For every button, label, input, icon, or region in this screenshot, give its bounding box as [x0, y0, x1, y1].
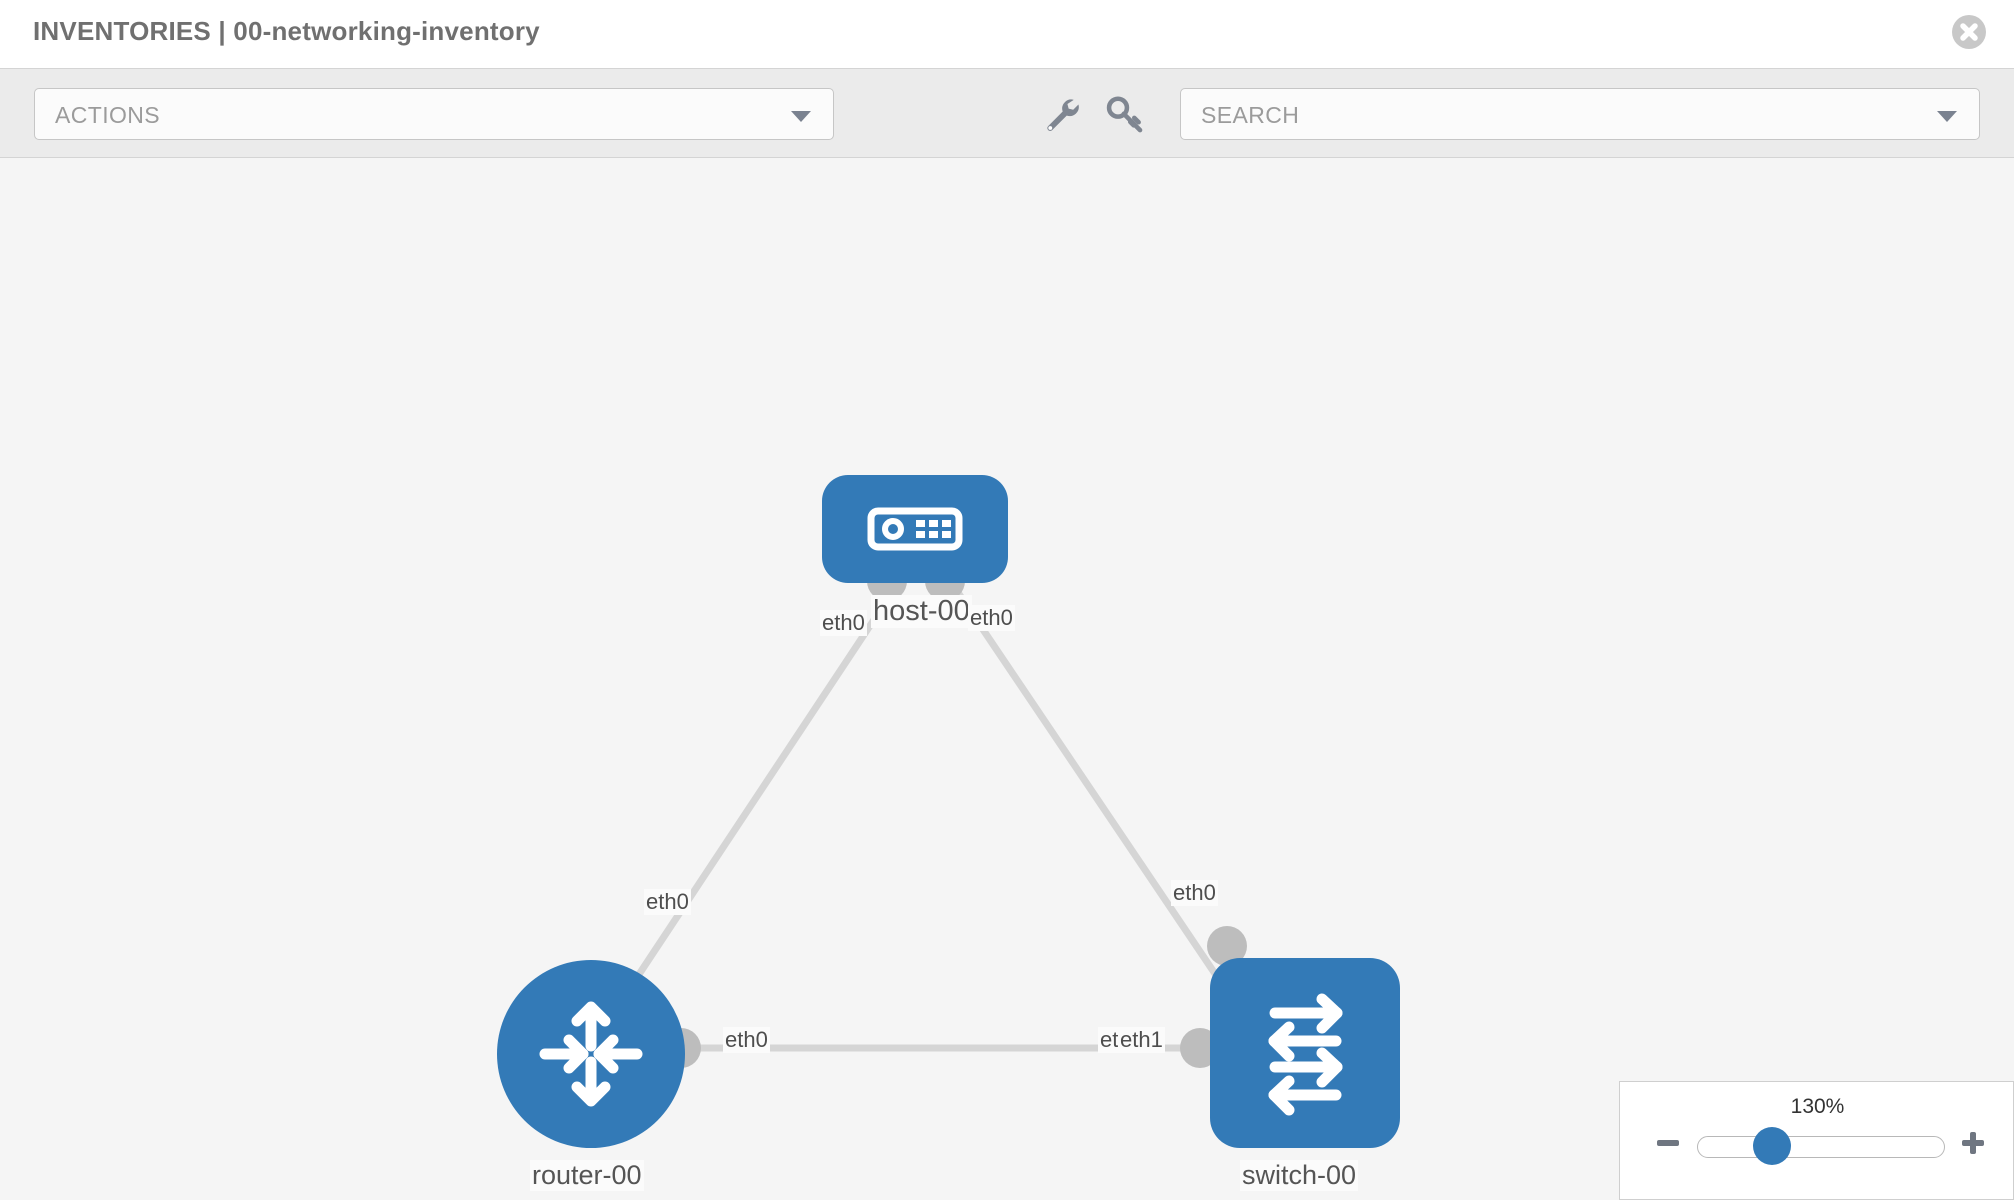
toolbar: ACTIONS SEARCH [0, 68, 2014, 158]
search-placeholder: SEARCH [1201, 102, 1300, 128]
edge-label-router-eth0: eth0 [723, 1027, 770, 1053]
chevron-down-icon[interactable] [1937, 111, 1957, 122]
search-input[interactable]: SEARCH [1180, 88, 1980, 140]
edge-label-switch-eth0-uplink: eth0 [1171, 880, 1218, 906]
edge-label-host-eth0-right: eth0 [968, 605, 1015, 631]
edge-label-host-eth0-left: eth0 [820, 610, 867, 636]
zoom-control-panel: 130% [1619, 1081, 2014, 1200]
edge-label-switch-eth1: eth1 [1118, 1027, 1165, 1053]
page-header: INVENTORIES | 00-networking-inventory [0, 0, 2014, 68]
topology-canvas[interactable]: host-00 [0, 158, 2014, 1200]
close-icon[interactable] [1952, 15, 1986, 49]
node-switch-00-shape[interactable] [1210, 958, 1400, 1148]
node-host-00-label: host-00 [871, 595, 972, 628]
zoom-slider-thumb[interactable] [1753, 1127, 1791, 1165]
link-host-switch [952, 586, 1233, 998]
node-router-00-label: router-00 [530, 1160, 644, 1191]
key-icon[interactable] [1104, 93, 1146, 135]
edge-label-router-eth0-uplink: eth0 [644, 889, 691, 915]
node-host-00-shape[interactable] [822, 475, 1008, 583]
chevron-down-icon [791, 111, 811, 122]
node-router-00-shape[interactable] [497, 960, 685, 1148]
minus-icon[interactable] [1655, 1130, 1681, 1161]
actions-dropdown-label: ACTIONS [55, 102, 161, 128]
topology-edges [617, 586, 1233, 1052]
page-title: INVENTORIES | 00-networking-inventory [33, 16, 540, 46]
server-icon [867, 507, 963, 551]
zoom-slider[interactable] [1697, 1136, 1945, 1158]
link-host-router [617, 586, 898, 1005]
plus-icon[interactable] [1960, 1130, 1986, 1161]
node-switch-00-label: switch-00 [1240, 1160, 1359, 1191]
switch-arrows-icon [1268, 993, 1342, 1115]
zoom-level-value: 130% [1790, 1095, 1845, 1118]
wrench-icon[interactable] [1041, 93, 1083, 135]
router-arrows-icon [539, 1001, 643, 1107]
actions-dropdown[interactable]: ACTIONS [34, 88, 834, 140]
